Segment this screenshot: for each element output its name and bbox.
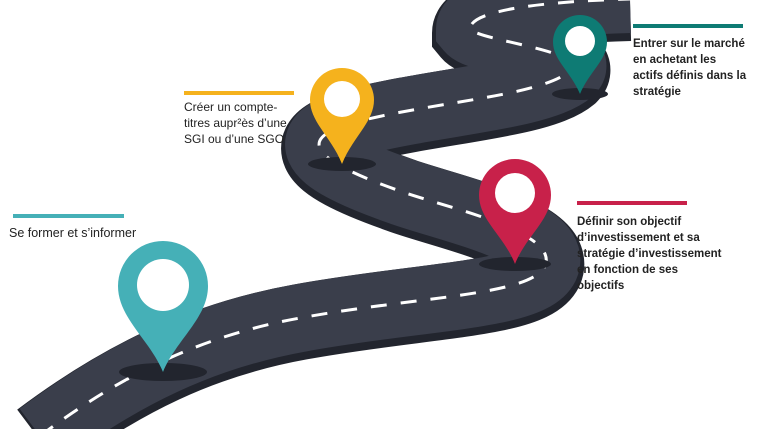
- road-lane-markings: [46, 0, 631, 429]
- step-3-line-3: stratégie d’investissement: [577, 248, 722, 260]
- step-4-line-3: actifs définis dans la: [633, 70, 747, 82]
- step-3-line-5: objectifs: [577, 280, 625, 292]
- step-2-accent-bar: [184, 91, 294, 95]
- step-2-line-3: SGI ou d’une SGO: [184, 132, 285, 146]
- step-4-label: Entrer sur le marché en achetant les act…: [633, 36, 746, 100]
- step-1-marker: [118, 241, 208, 381]
- step-1-accent-bar: [13, 214, 124, 218]
- step-3-line-1: Définir son objectif: [577, 216, 682, 228]
- pin-hole: [495, 173, 535, 213]
- step-4-line-1: Entrer sur le marché: [633, 38, 745, 50]
- step-3-marker: [479, 159, 551, 271]
- step-4-line-2: en achetant les: [633, 54, 717, 66]
- step-1-label: Se former et s’informer: [9, 225, 136, 241]
- step-2-line-1: Créer un compte-: [184, 100, 278, 114]
- pin-hole: [137, 259, 189, 311]
- step-3-accent-bar: [577, 201, 687, 205]
- step-4-marker: [552, 15, 608, 100]
- step-4-accent-bar: [633, 24, 743, 28]
- step-3-line-2: d’investissement et sa: [577, 232, 700, 244]
- step-1-line-1: Se former et s’informer: [9, 226, 137, 240]
- pin-hole: [565, 26, 595, 56]
- step-3-line-4: en fonction de ses: [577, 264, 678, 276]
- step-2-line-2: titres aupr²ès d’une: [184, 116, 287, 130]
- step-2-label: Créer un compte- titres aupr²ès d’une SG…: [184, 99, 287, 147]
- step-2-marker: [308, 68, 376, 171]
- step-3-label: Définir son objectif d’investissement et…: [577, 214, 721, 294]
- step-4-line-4: stratégie: [633, 86, 681, 98]
- pin-hole: [324, 81, 360, 117]
